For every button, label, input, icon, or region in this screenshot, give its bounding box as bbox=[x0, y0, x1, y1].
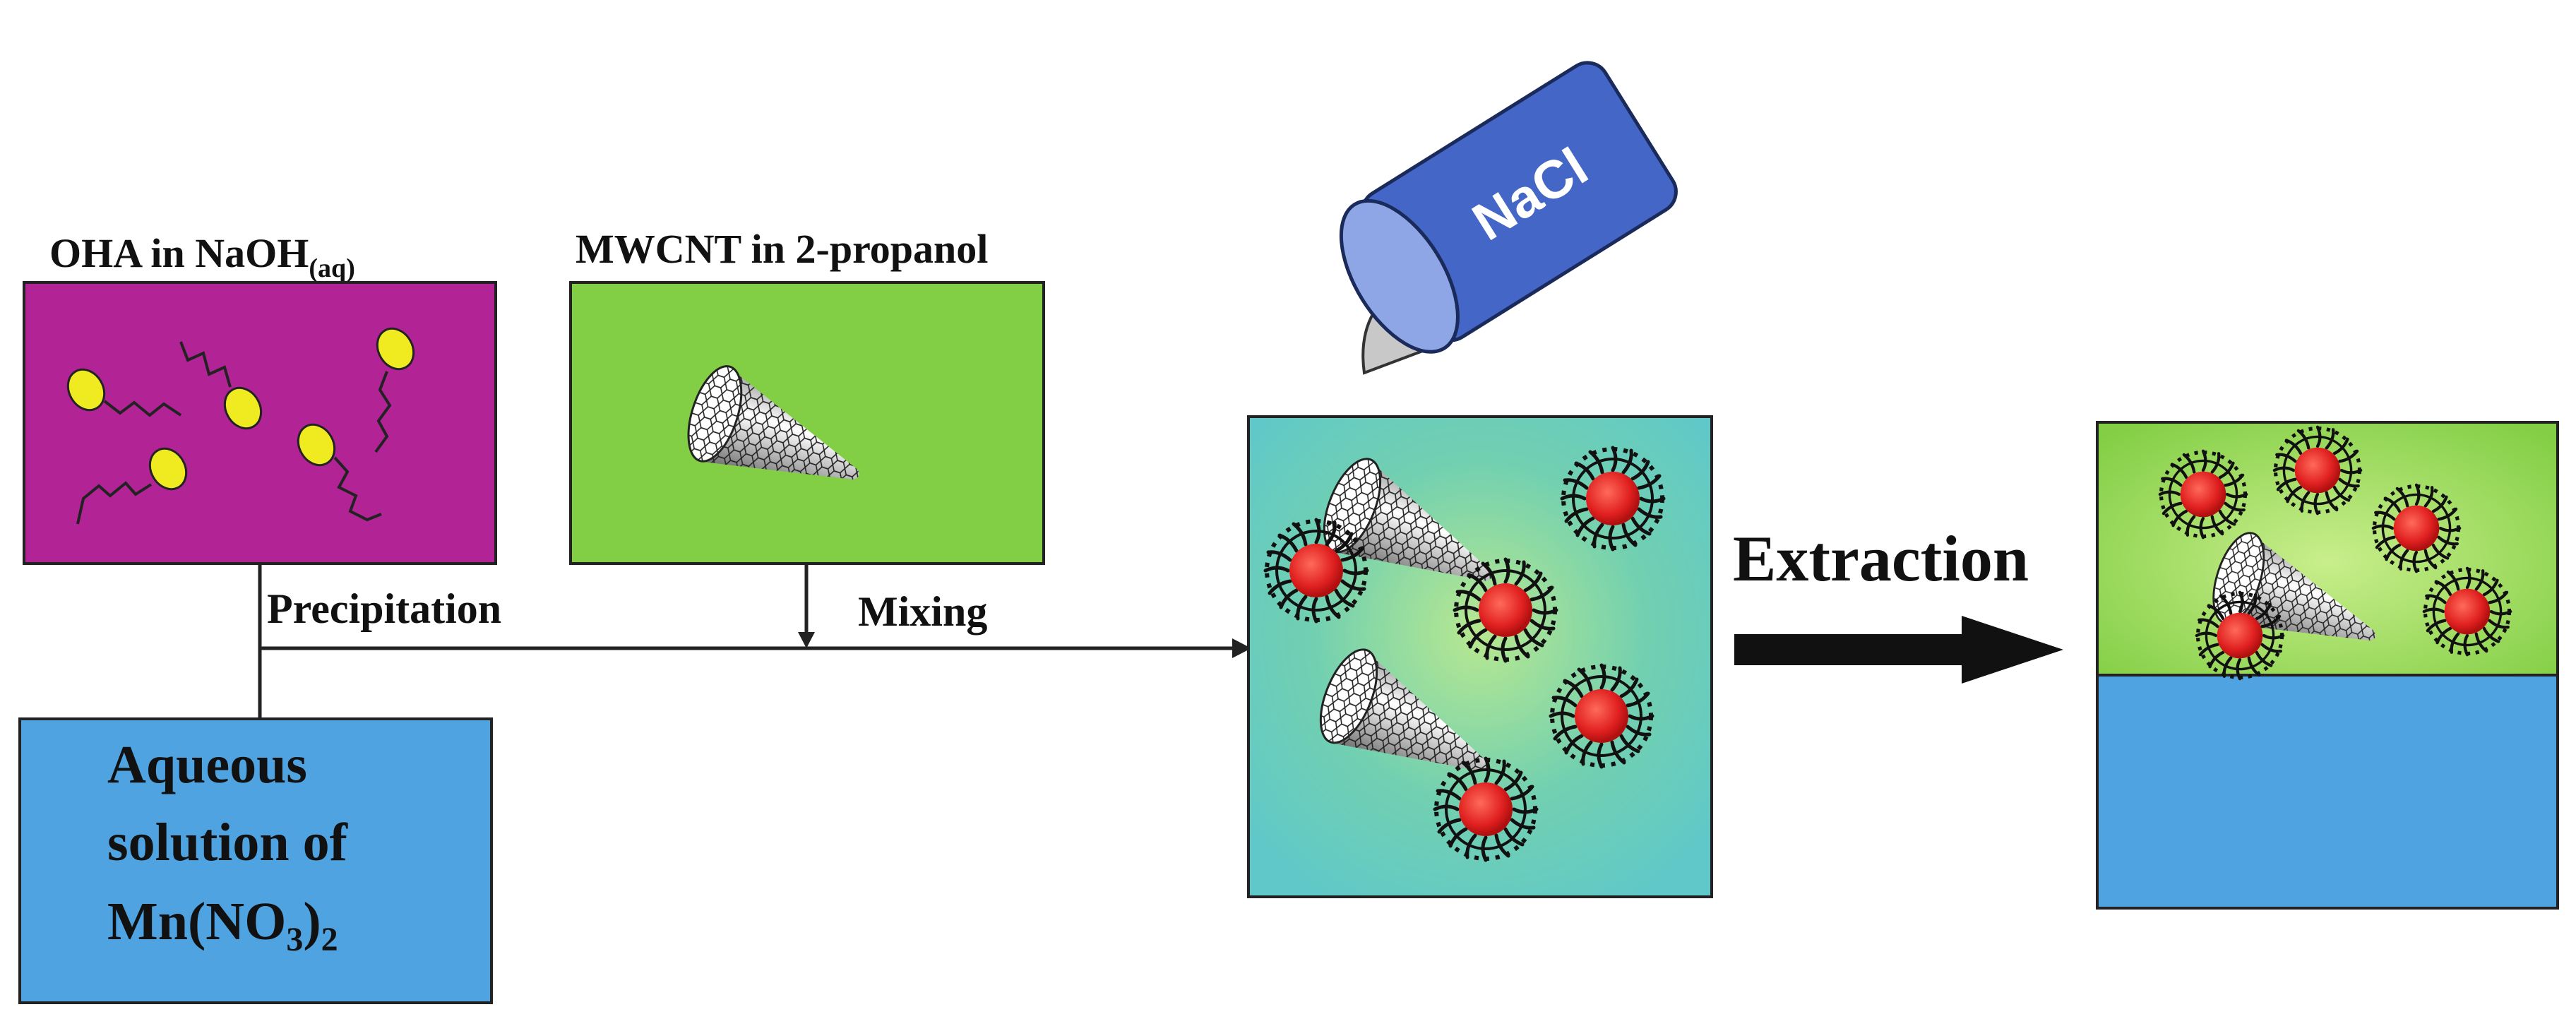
mixing-arrowhead bbox=[798, 632, 815, 648]
flow-lines bbox=[258, 565, 1232, 719]
surfactant-molecule-icon bbox=[369, 321, 422, 453]
aqueous-label-line3: Mn(NO3)2 bbox=[107, 892, 338, 958]
aqueous-label-line1: Aqueous bbox=[107, 735, 307, 794]
mwcnt-title: MWCNT in 2-propanol bbox=[576, 226, 988, 272]
mwcnt-solution-box bbox=[569, 281, 1045, 565]
oha-solution-box bbox=[23, 281, 497, 565]
aqueous-label-line2: solution of bbox=[107, 813, 349, 872]
extraction-label: Extraction bbox=[1733, 523, 2029, 595]
flow-arrowhead bbox=[1232, 638, 1251, 658]
surfactant-molecule-icon bbox=[179, 341, 270, 436]
separation-box bbox=[2096, 421, 2559, 910]
surfactant-molecule-icon bbox=[76, 441, 195, 525]
oha-molecules bbox=[59, 321, 422, 525]
precipitation-label: Precipitation bbox=[267, 585, 501, 632]
mixing-label: Mixing bbox=[858, 588, 987, 635]
aqueous-solution-box bbox=[18, 717, 493, 1004]
oha-title: OHA in NaOH(aq) bbox=[49, 230, 355, 283]
salt-bottle-icon: NaCl bbox=[1339, 61, 1678, 375]
surfactant-molecule-icon bbox=[290, 417, 382, 522]
surfactant-molecule-icon bbox=[59, 362, 182, 418]
aqueous-phase-layer bbox=[2097, 675, 2558, 908]
extraction-arrow bbox=[1734, 616, 2063, 684]
